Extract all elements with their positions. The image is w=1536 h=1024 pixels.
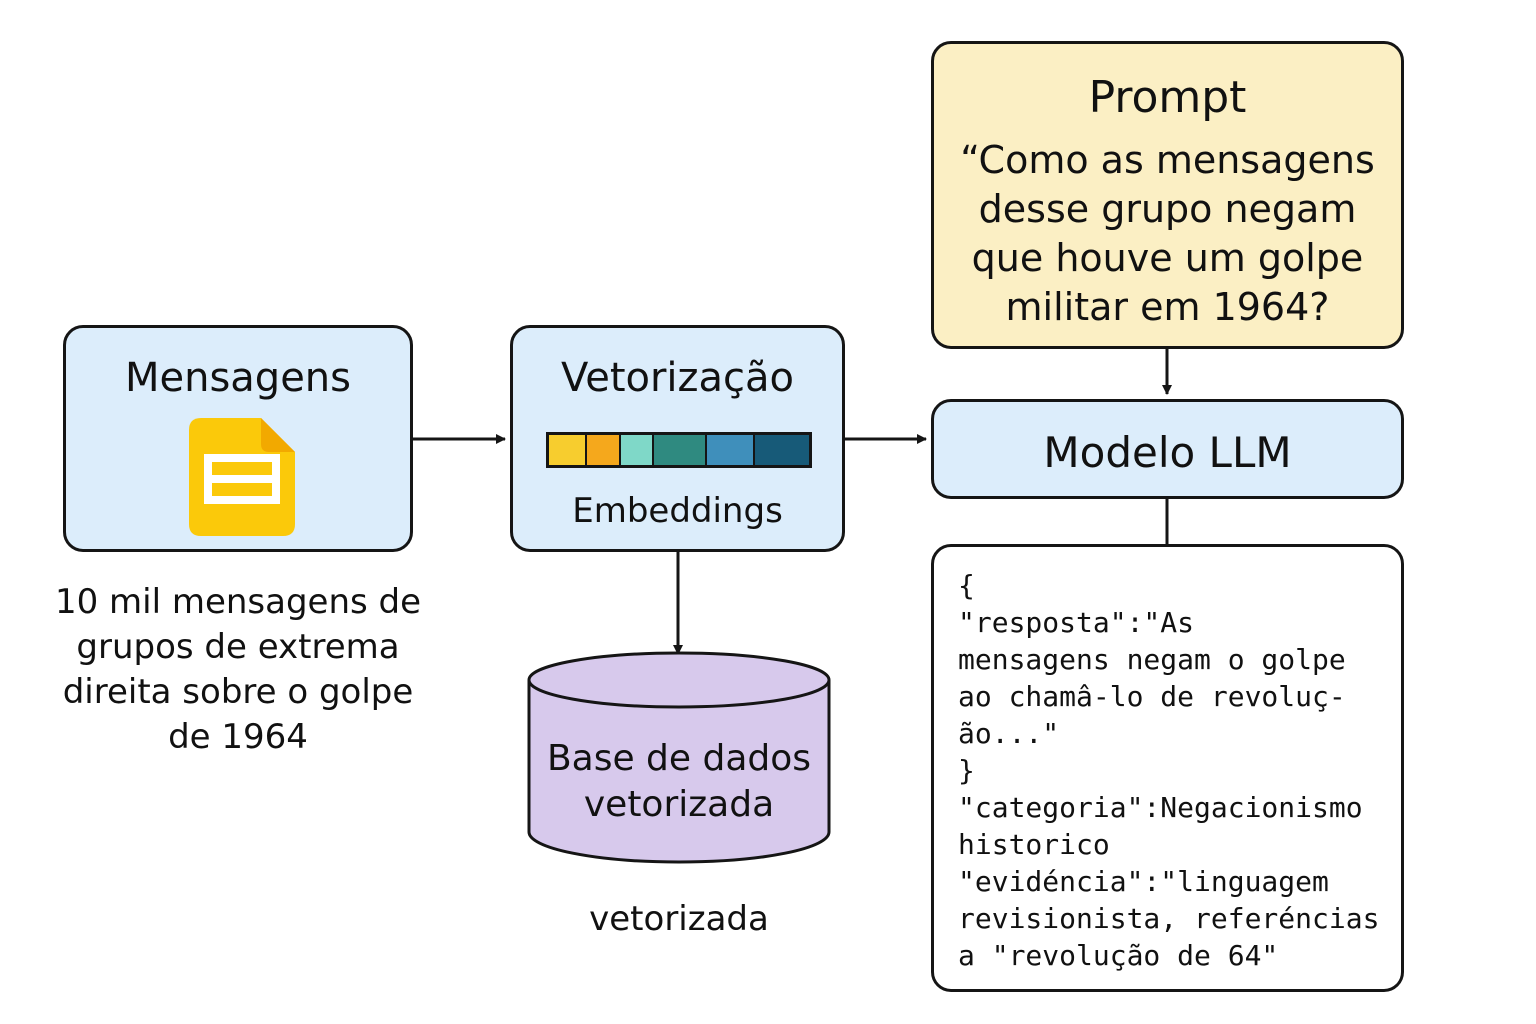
output-json-box: { "resposta":"As mensagens negam o golpe… [931,544,1404,992]
embedding-cell [707,435,755,465]
prompt-text: “Como as mensagens desse grupo negam que… [960,138,1375,329]
document-icon [189,418,295,536]
database-caption: vetorizada [589,899,769,939]
database-label: Base de dados vetorizada [546,738,812,825]
mensagens-box: Mensagens [63,325,413,552]
output-json-text: { "resposta":"As mensagens negam o golpe… [958,569,1380,972]
mensagens-caption: 10 mil mensagens de grupos de extrema di… [54,582,422,757]
embeddings-label: Embeddings [572,491,783,531]
embedding-cell [621,435,654,465]
embedding-cell [587,435,621,465]
database-cylinder-icon [527,651,831,864]
embedding-cell [654,435,707,465]
mensagens-title: Mensagens [124,355,351,401]
vetorizacao-box: Vetorização Embeddings [510,325,845,552]
embedding-cell [549,435,587,465]
modelo-llm-title: Modelo LLM [1043,428,1292,477]
modelo-llm-box: Modelo LLM [931,399,1404,499]
prompt-box: Prompt “Como as mensagens desse grupo ne… [931,41,1404,349]
embedding-vector-bar [546,432,812,468]
prompt-title: Prompt [1088,72,1247,123]
vetorizacao-title: Vetorização [560,355,795,401]
embedding-cell [755,435,809,465]
